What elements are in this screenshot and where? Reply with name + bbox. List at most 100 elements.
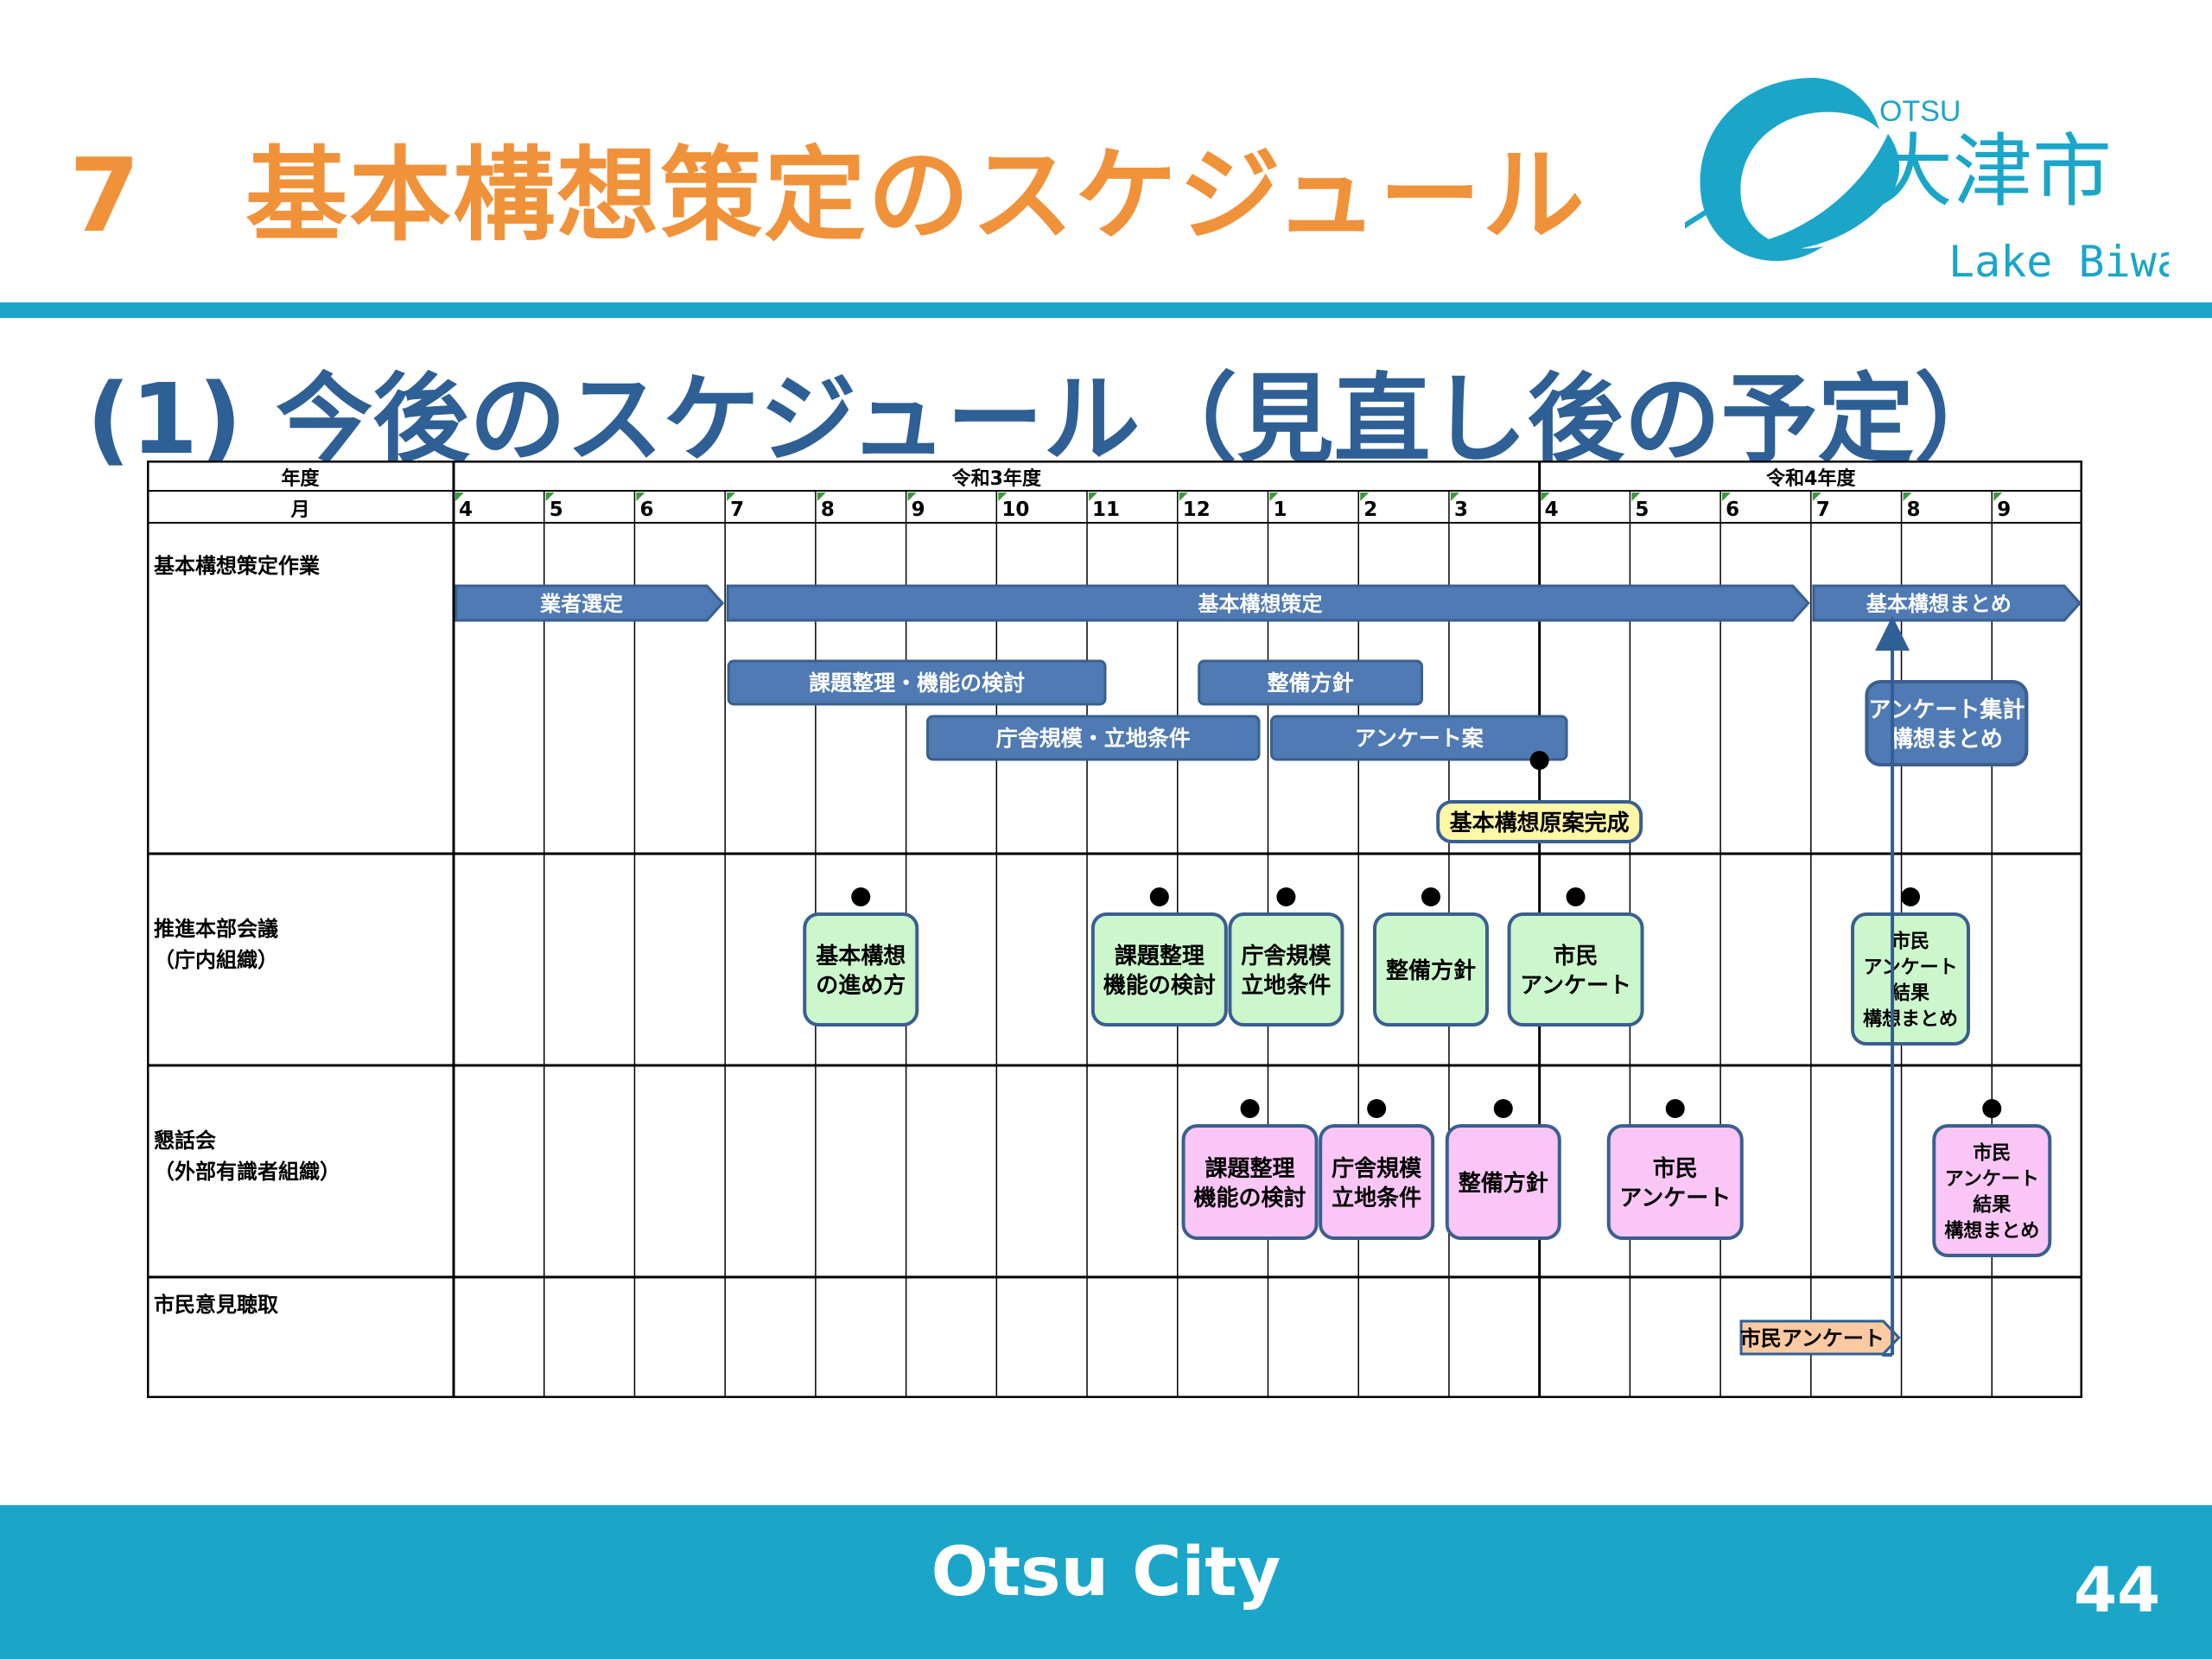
milestone-dot-icon <box>1240 1099 1260 1118</box>
milestone-box <box>1436 800 1643 843</box>
header-fiscal-year-label: 年度 <box>281 467 320 490</box>
milestone-label: 機能の検討 <box>1103 972 1216 999</box>
footer-bar <box>0 1505 2212 1659</box>
page-number: 44 <box>2074 1554 2161 1626</box>
milestone-label: の進め方 <box>816 972 906 999</box>
milestone-label: 市民 <box>1554 943 1599 969</box>
milestone-dot-icon <box>1529 751 1549 770</box>
cell-marker-icon <box>1541 493 1550 501</box>
milestone-label: アンケート <box>1520 973 1631 999</box>
milestone-box <box>1319 1124 1435 1240</box>
schedule-arrow <box>454 584 725 622</box>
month-label: 4 <box>459 499 473 521</box>
schedule-arrow-label: 基本構想まとめ <box>1866 592 2012 616</box>
row-label: 市民意見聴取 <box>154 1293 278 1317</box>
milestone-dot-icon <box>1276 887 1296 906</box>
milestone-label: アンケート集計 <box>1868 696 2024 723</box>
cell-marker-icon <box>1269 493 1279 501</box>
cell-marker-icon <box>636 493 645 501</box>
cell-marker-icon <box>1722 493 1732 501</box>
milestone-dot-icon <box>1901 887 1921 906</box>
cell-marker-icon <box>1631 493 1641 501</box>
task-bar <box>1270 715 1568 761</box>
month-label: 9 <box>1997 499 2011 521</box>
milestone-box <box>1606 1124 1744 1240</box>
month-label: 11 <box>1092 499 1120 521</box>
milestone-label: 立地条件 <box>1332 1185 1421 1211</box>
month-label: 8 <box>1907 499 1921 521</box>
milestone-label: 基本構想 <box>816 944 906 969</box>
cell-marker-icon <box>1903 493 1912 501</box>
month-label: 6 <box>639 499 653 521</box>
month-label: 1 <box>1274 499 1287 521</box>
milestone-label: 課題整理 <box>1115 943 1205 969</box>
month-label: 8 <box>821 499 835 521</box>
month-label: 9 <box>912 499 925 521</box>
milestone-label: 構想まとめ <box>1863 1007 1958 1030</box>
cell-marker-icon <box>1450 493 1459 501</box>
cell-marker-icon <box>1993 493 2003 501</box>
schedule-arrow-label: 基本構想策定 <box>1198 592 1323 616</box>
row-label: （外部有識者組織） <box>154 1160 340 1184</box>
cell-marker-icon <box>817 493 826 501</box>
month-label: 6 <box>1726 499 1739 521</box>
task-bar-label: 庁舎規模・立地条件 <box>996 726 1191 751</box>
month-label: 10 <box>1001 499 1029 521</box>
milestone-dot-icon <box>1566 887 1586 906</box>
row-label: 懇話会 <box>154 1128 216 1153</box>
row-label: （庁内組織） <box>154 948 278 972</box>
milestone-label: 課題整理 <box>1205 1155 1295 1182</box>
task-bar-label: アンケート案 <box>1355 726 1484 751</box>
milestone-box <box>1865 680 2029 766</box>
cell-marker-icon <box>727 493 736 501</box>
month-label: 7 <box>730 499 744 521</box>
cell-marker-icon <box>998 493 1007 501</box>
logo-name-text: 大津市 <box>1873 125 2112 218</box>
cell-marker-icon <box>1179 493 1188 501</box>
logo-bottom-text: Lake Biwa <box>1948 237 2169 287</box>
milestone-box <box>1373 912 1489 1027</box>
task-bar <box>1198 659 1424 706</box>
month-label: 12 <box>1183 499 1211 521</box>
milestone-label: 立地条件 <box>1241 972 1331 999</box>
milestone-dot-icon <box>1367 1099 1387 1118</box>
milestone-box <box>1851 912 1971 1046</box>
milestone-label: 市民 <box>1973 1141 2011 1164</box>
slide-subtitle: (1) 今後のスケジュール（見直し後の予定） <box>86 364 2012 476</box>
task-bar-label: 課題整理・機能の検討 <box>809 671 1025 696</box>
task-bar-label: 整備方針 <box>1268 671 1354 696</box>
milestone-label: 構想まとめ <box>1944 1219 2039 1242</box>
milestone-label: 機能の検討 <box>1194 1185 1306 1211</box>
milestone-dot-icon <box>1665 1099 1685 1118</box>
schedule-arrow <box>1812 584 2082 622</box>
header-month-label: 月 <box>289 499 309 521</box>
milestone-label: 整備方針 <box>1459 1170 1548 1197</box>
milestone-label: 結果 <box>1973 1193 2011 1216</box>
cell-marker-icon <box>907 493 917 501</box>
milestone-label: 基本構想原案完成 <box>1450 810 1630 836</box>
milestone-box <box>1181 1124 1319 1240</box>
milestone-label: アンケート <box>1945 1168 2039 1190</box>
month-label: 5 <box>550 499 563 521</box>
schedule-arrow-label: 市民アンケート <box>1740 1326 1885 1351</box>
task-bar <box>926 715 1261 761</box>
month-label: 2 <box>1363 499 1377 521</box>
milestone-label: 市民 <box>1653 1155 1698 1182</box>
footer-text: Otsu City <box>931 1534 1281 1611</box>
title-divider <box>0 302 2212 318</box>
slide-title: 7 基本構想策定のスケジュール <box>69 136 1586 255</box>
logo-top-text: OTSU <box>1879 95 1961 128</box>
milestone-dot-icon <box>1421 887 1440 906</box>
milestone-dot-icon <box>851 887 871 906</box>
milestone-box <box>1445 1124 1561 1240</box>
row-label: 基本構想策定作業 <box>154 554 320 578</box>
milestone-label: 庁舎規模 <box>1241 943 1332 969</box>
milestone-label: 庁舎規模 <box>1332 1155 1422 1182</box>
milestone-box <box>1090 912 1228 1027</box>
task-bar <box>727 659 1107 706</box>
fiscal-year-label: 令和4年度 <box>1766 467 1856 490</box>
month-label: 5 <box>1635 499 1649 521</box>
milestone-label: アンケート <box>1863 957 1957 978</box>
month-label: 7 <box>1816 499 1830 521</box>
